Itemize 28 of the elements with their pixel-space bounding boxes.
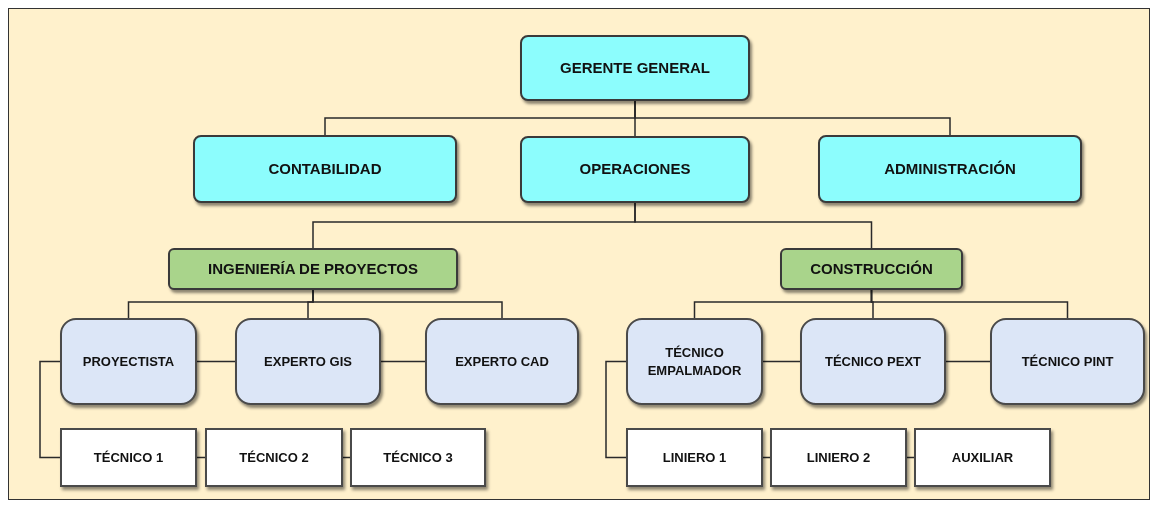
role-box: EXPERTO CAD [425, 318, 579, 405]
position-box: LINIERO 2 [770, 428, 907, 487]
connector-line [634, 202, 873, 249]
role-box: PROYECTISTA [60, 318, 197, 405]
connector-line [312, 289, 503, 319]
department-box: GERENTE GENERAL [520, 35, 750, 101]
connector-line [39, 360, 61, 459]
role-box: TÉCNICO EMPALMADOR [626, 318, 763, 405]
connector-line [634, 100, 951, 136]
connector-line [945, 360, 991, 363]
connector-line [196, 360, 236, 363]
department-box: CONTABILIDAD [193, 135, 457, 203]
area-box: CONSTRUCCIÓN [780, 248, 963, 290]
position-box: LINIERO 1 [626, 428, 763, 487]
connector-line [380, 360, 426, 363]
connector-line [762, 360, 801, 363]
position-box: TÉCNICO 1 [60, 428, 197, 487]
department-box: ADMINISTRACIÓN [818, 135, 1082, 203]
position-box: AUXILIAR [914, 428, 1051, 487]
area-box: INGENIERÍA DE PROYECTOS [168, 248, 458, 290]
position-box: TÉCNICO 3 [350, 428, 486, 487]
department-box: OPERACIONES [520, 136, 750, 203]
connector-line [605, 360, 627, 459]
role-box: EXPERTO GIS [235, 318, 381, 405]
connector-line [870, 289, 1069, 319]
role-box: TÉCNICO PINT [990, 318, 1145, 405]
role-box: TÉCNICO PEXT [800, 318, 946, 405]
position-box: TÉCNICO 2 [205, 428, 343, 487]
